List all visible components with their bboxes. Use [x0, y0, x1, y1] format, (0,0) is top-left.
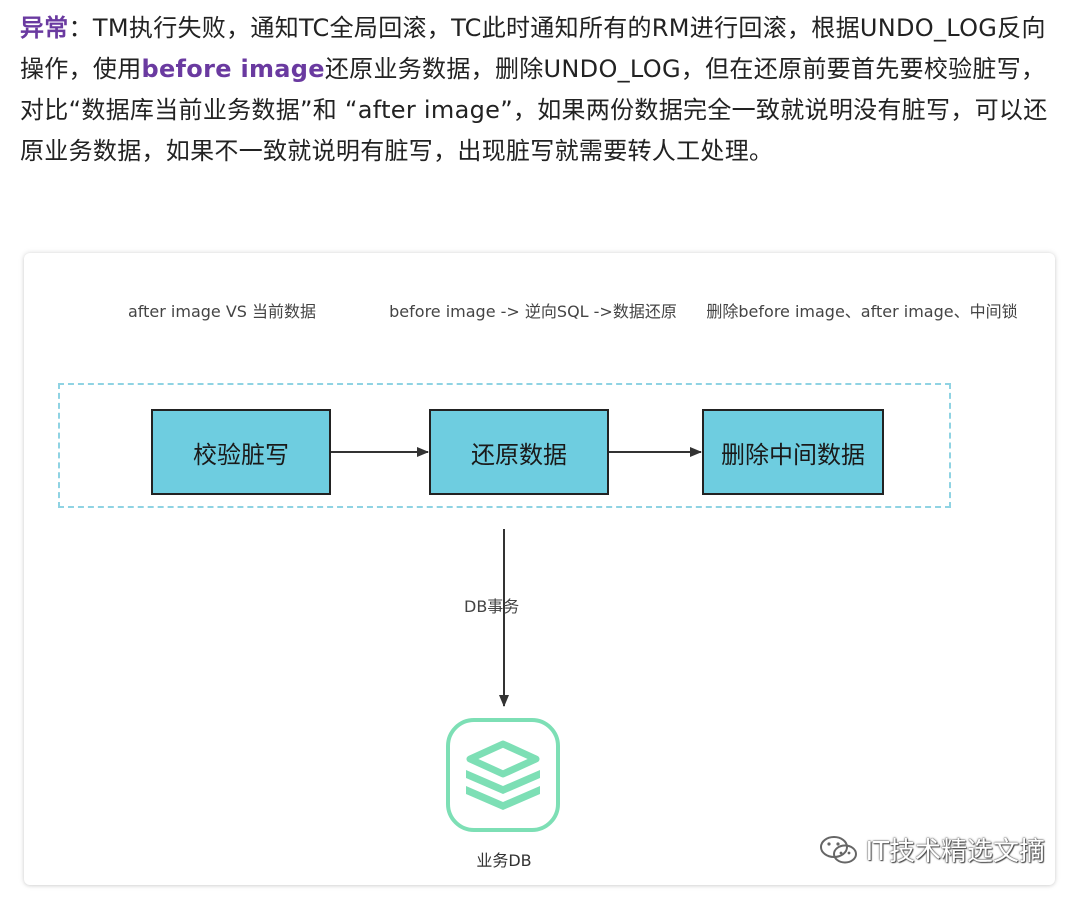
step-delete-temp-data: 删除中间数据 [702, 409, 884, 495]
caption-delete-data: 删除before image、after image、中间锁 [706, 302, 1018, 321]
article-paragraph: 异常：TM执行失败，通知TC全局回滚，TC此时通知所有的RM进行回滚，根据UND… [20, 8, 1065, 172]
diagram-arrows [331, 447, 702, 707]
step-check-dirty-write: 校验脏写 [151, 409, 331, 495]
edge-label-db-transaction: DB事务 [464, 597, 520, 616]
exception-label: 异常 [20, 14, 69, 42]
wechat-icon [820, 835, 858, 863]
before-image-term: before image [141, 55, 325, 83]
label-separator: ： [68, 14, 93, 42]
caption-check-dirty-write: after image VS 当前数据 [127, 302, 317, 321]
watermark-text: IT技术精选文摘 [865, 837, 1045, 867]
caption-restore-data: before image -> 逆向SQL ->数据还原 [389, 302, 677, 321]
database-icon [446, 718, 560, 832]
watermark: IT技术精选文摘 [819, 831, 1045, 868]
database-label: 业务DB [476, 851, 532, 870]
paragraph-text-2: 还原业务数据，删除UNDO_LOG，但在还原前要首先要校验脏写，对比“数据库当前… [20, 55, 1048, 165]
step-restore-data: 还原数据 [429, 409, 609, 495]
paragraph-text-1: TM执行失败，通知TC全局回滚，TC此时通知所有的RM进行回滚，根据UNDO_L… [20, 14, 1046, 83]
transaction-group-box [58, 383, 951, 508]
diagram-card: after image VS 当前数据 before image -> 逆向SQ… [24, 253, 1055, 885]
